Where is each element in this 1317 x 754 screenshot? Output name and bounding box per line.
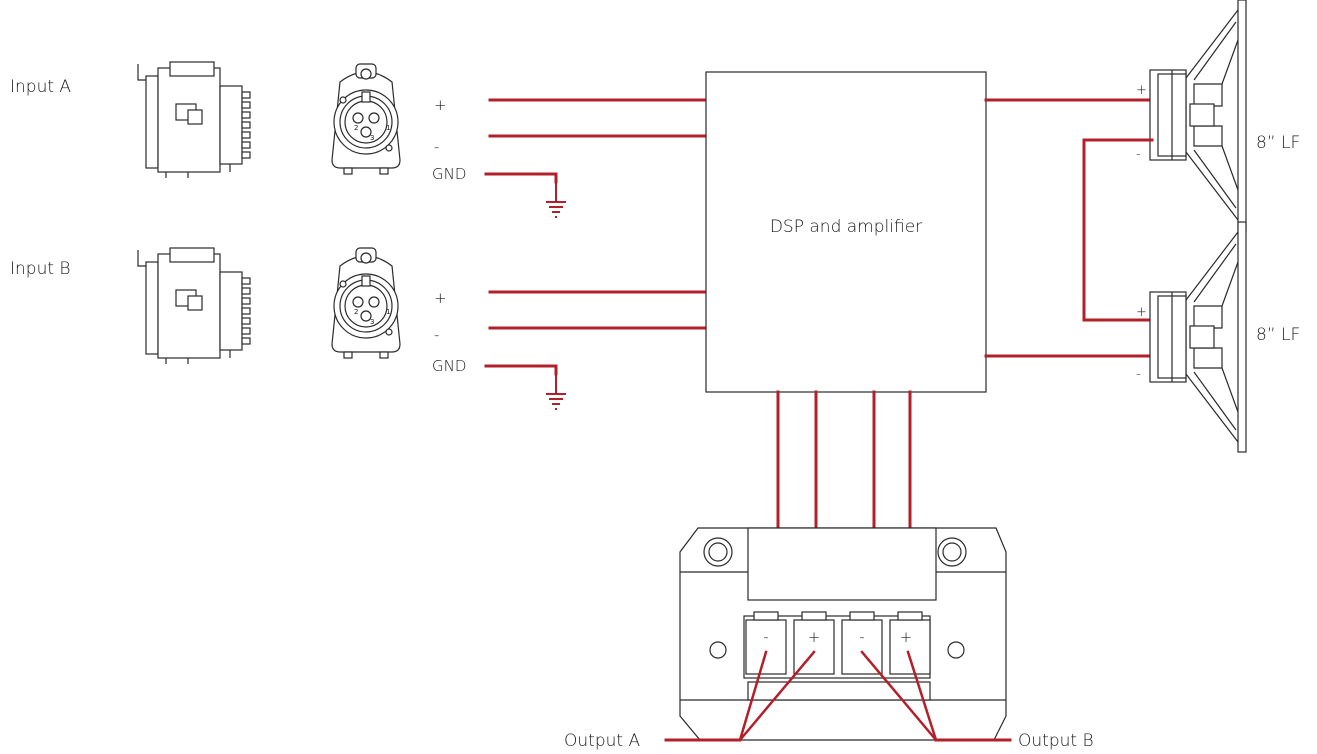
input-a-gnd-wire <box>484 172 558 184</box>
input-a-gnd-label: GND <box>432 165 466 183</box>
dsp-amplifier-block: DSP and amplifier <box>705 71 987 393</box>
input-b-ground-icon <box>545 371 567 410</box>
input-b: Input B 2 1 3 + - GND <box>10 247 708 410</box>
input-b-pin1-label: 1 <box>386 308 390 316</box>
output-terminal-block: - + - + <box>679 527 1007 741</box>
speaker-2: + - 8” LF <box>984 221 1300 453</box>
input-a: Input A 2 1 3 + - GND <box>10 61 708 218</box>
output-a-label: Output A <box>564 731 640 751</box>
input-a-xlr-front-icon <box>331 63 401 175</box>
terminal-slot-1-label: - <box>763 628 768 646</box>
speaker-2-minus-label: - <box>1136 367 1141 382</box>
output-a: Output A <box>564 650 816 751</box>
speaker-1-label: 8” LF <box>1256 133 1300 153</box>
terminal-slot-4-label: + <box>900 628 913 646</box>
input-b-label: Input B <box>10 259 71 279</box>
input-b-gnd-wire <box>484 364 558 376</box>
speaker-1-icon <box>1149 0 1247 231</box>
speaker-2-label: 8” LF <box>1256 325 1300 345</box>
input-a-pin3-label: 3 <box>370 134 374 142</box>
input-a-label: Input A <box>10 77 71 97</box>
input-b-plus-label: + <box>434 289 447 307</box>
input-b-pin2-label: 2 <box>354 308 358 316</box>
input-b-xlr-side-icon <box>137 247 251 365</box>
input-a-pin2-label: 2 <box>354 124 358 132</box>
screw-left-icon <box>709 641 727 659</box>
terminal-slot-2-label: + <box>808 628 821 646</box>
input-a-pin1-label: 1 <box>386 124 390 132</box>
speaker-1: + - 8” LF <box>984 0 1300 231</box>
input-a-ground-icon <box>545 179 567 218</box>
dsp-amplifier-label: DSP and amplifier <box>770 217 922 237</box>
speaker-link-wire <box>1082 138 1154 322</box>
output-b: Output B <box>860 650 1094 751</box>
speaker-1-minus-label: - <box>1136 147 1141 162</box>
terminal-slot-3-label: - <box>859 628 864 646</box>
output-b-label: Output B <box>1018 731 1094 751</box>
speaker-1-plus-label: + <box>1136 83 1147 98</box>
input-a-xlr-side-icon <box>137 61 251 179</box>
screw-right-icon <box>947 641 965 659</box>
speaker-2-icon <box>1149 221 1247 453</box>
input-b-minus-label: - <box>434 326 439 344</box>
speaker-2-plus-label: + <box>1136 305 1147 320</box>
input-a-plus-label: + <box>434 96 447 114</box>
input-b-xlr-front-icon <box>331 247 401 359</box>
output-wires <box>776 390 912 530</box>
input-b-gnd-label: GND <box>432 357 466 375</box>
input-a-minus-label: - <box>434 138 439 156</box>
input-b-pin3-label: 3 <box>370 318 374 326</box>
